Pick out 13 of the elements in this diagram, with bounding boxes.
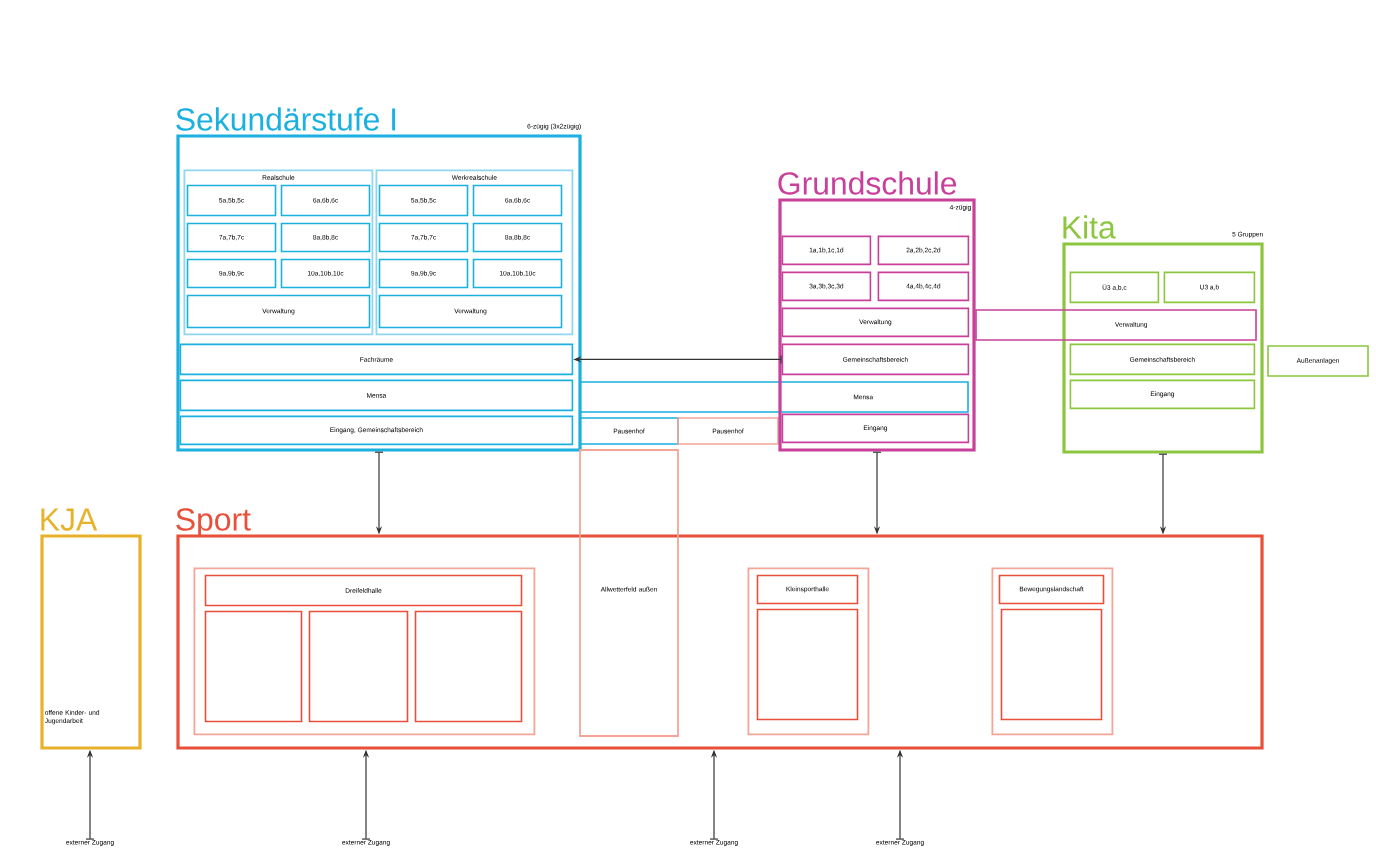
hall-box [991, 567, 1114, 736]
node-label: Sport [176, 508, 251, 538]
room-box [204, 610, 303, 723]
node-label: KJA [41, 508, 98, 531]
room-box [756, 608, 859, 721]
room-box [1000, 608, 1103, 721]
node-label: Kita [1063, 215, 1116, 239]
node-label: Grundschule [778, 171, 957, 195]
node-label: Sekundärstufe I [176, 107, 396, 131]
hall-box [747, 567, 870, 736]
hall-box [193, 567, 536, 736]
room-box [414, 610, 523, 723]
room-box [308, 610, 409, 723]
